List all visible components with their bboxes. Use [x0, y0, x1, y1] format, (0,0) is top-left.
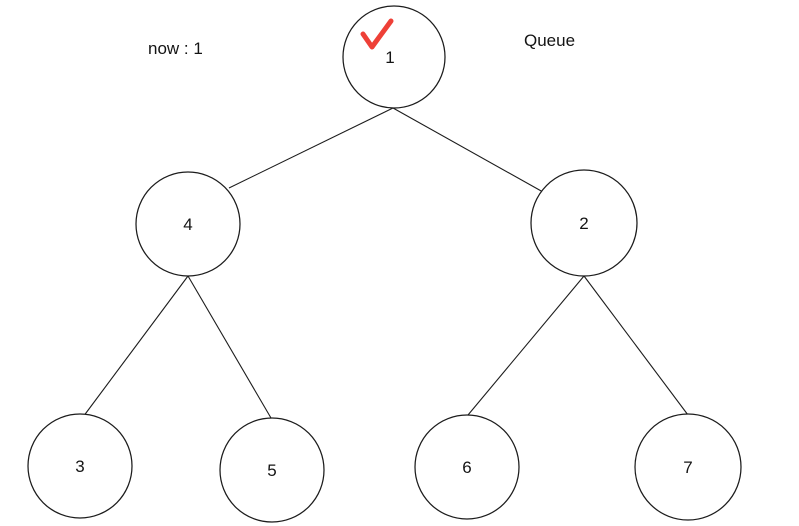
tree-node-6: 6: [414, 414, 520, 520]
queue-label: Queue: [524, 31, 576, 50]
tree-node-5: 5: [219, 417, 325, 523]
node-value-6: 6: [462, 458, 471, 477]
node-value-3: 3: [75, 457, 84, 476]
node-value-2: 2: [579, 214, 588, 233]
tree-edge-1-4: [228, 107, 394, 189]
node-circle-5: [219, 417, 325, 523]
node-circle-3: [27, 413, 133, 519]
now-label: now : 1: [148, 39, 203, 58]
tree-node-2: 2: [530, 169, 638, 277]
node-circle-2: [530, 169, 638, 277]
node-circle-4: [135, 171, 241, 277]
node-circle-6: [414, 414, 520, 520]
node-circle-1: [342, 5, 446, 109]
node-value-4: 4: [183, 215, 192, 234]
tree-edge-4-5: [187, 275, 272, 419]
tree-node-4: 4: [135, 171, 241, 277]
tree-edge-1-2: [392, 107, 544, 193]
tree-node-7: 7: [634, 413, 742, 521]
tree-node-1: 1: [342, 5, 446, 109]
node-value-7: 7: [683, 458, 692, 477]
node-circle-7: [634, 413, 742, 521]
tree-edge-2-7: [583, 275, 689, 416]
node-value-1: 1: [385, 48, 394, 67]
node-value-5: 5: [267, 461, 276, 480]
tree-edge-2-6: [467, 275, 585, 416]
tree-edge-4-3: [82, 275, 189, 418]
tree-node-3: 3: [27, 413, 133, 519]
check-icon: [360, 18, 394, 50]
